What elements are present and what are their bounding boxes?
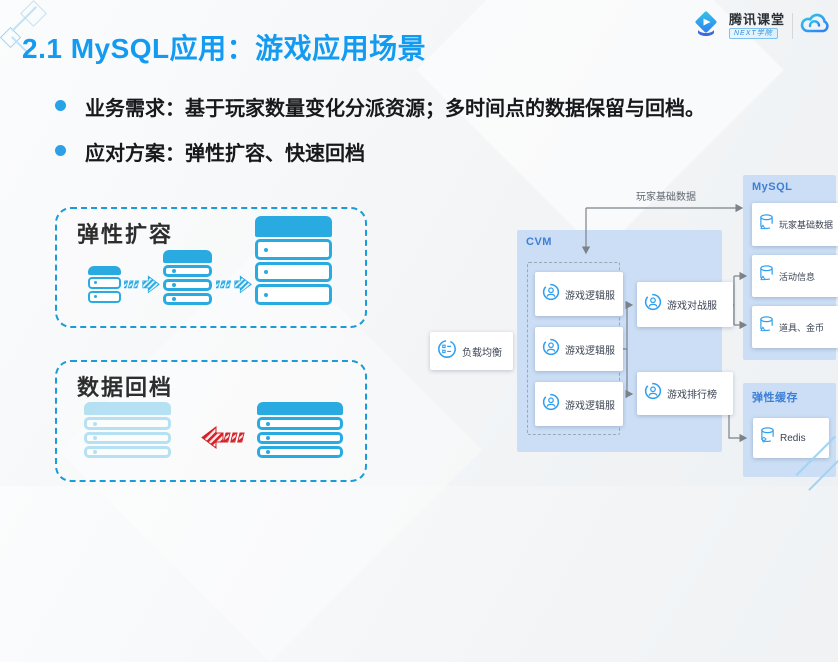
instance-icon	[542, 393, 560, 416]
load-balancer-icon	[437, 339, 457, 364]
db-node-items-coins: 道具、金币	[752, 306, 838, 348]
logic-server-node: 游戏逻辑服	[535, 272, 623, 316]
brand-logo: 腾讯课堂 NEXT学院	[690, 10, 830, 42]
db-node-player-data: 玩家基础数据	[752, 203, 838, 246]
flow-label: 玩家基础数据	[636, 192, 696, 203]
bullet-dot	[55, 100, 66, 111]
load-balancer-node: 负载均衡	[430, 332, 513, 370]
bullet-dot	[55, 145, 66, 156]
server-stack-medium	[163, 250, 212, 305]
cvm-panel-label: CVM	[526, 236, 552, 248]
instance-icon	[542, 283, 560, 306]
diamond-decoration	[20, 0, 47, 27]
bullet-business-need: 业务需求：基于玩家数量变化分派资源；多时间点的数据保留与回档。	[55, 92, 705, 121]
database-icon	[759, 264, 774, 288]
redis-icon	[760, 426, 775, 450]
brand-name: 腾讯课堂	[728, 12, 785, 27]
instance-icon	[644, 293, 662, 316]
bullet-text: 基于玩家数量变化分派资源；多时间点的数据保留与回档。	[185, 98, 705, 120]
data-rollback-title: 数据回档	[77, 375, 174, 400]
redis-label: Redis	[780, 432, 806, 444]
instance-icon	[542, 338, 560, 361]
db-label: 道具、金币	[779, 322, 825, 333]
logic-server-node: 游戏逻辑服	[535, 327, 623, 371]
redis-node: Redis	[753, 418, 829, 458]
server-stack-faded	[84, 402, 171, 458]
brand-badge: NEXT学院	[728, 28, 778, 39]
page-title: 2.1 MySQL应用：游戏应用场景	[22, 32, 427, 64]
scale-arrow-icon	[214, 273, 252, 300]
logic-server-node: 游戏逻辑服	[535, 382, 623, 426]
rollback-arrow-icon	[187, 425, 247, 456]
logic-server-label: 游戏逻辑服	[565, 290, 615, 302]
bullet-label: 业务需求：	[85, 98, 185, 120]
leaderboard-node: 游戏排行榜	[637, 372, 733, 415]
database-icon	[759, 315, 774, 339]
graduation-cap-play-icon	[690, 10, 722, 42]
db-label: 玩家基础数据	[779, 220, 834, 230]
database-icon	[759, 213, 774, 237]
server-stack-small	[88, 266, 121, 303]
bullet-solution: 应对方案：弹性扩容、快速回档	[55, 137, 365, 166]
instance-icon	[644, 382, 662, 405]
bullet-label: 应对方案：	[85, 143, 185, 165]
cloud-logo-icon	[800, 11, 830, 42]
bullet-text: 弹性扩容、快速回档	[185, 143, 365, 165]
db-label: 活动信息	[779, 271, 816, 282]
load-balancer-label: 负载均衡	[462, 347, 502, 359]
leaderboard-label: 游戏排行榜	[667, 390, 717, 401]
logic-server-label: 游戏逻辑服	[565, 345, 615, 357]
battle-server-node: 游戏对战服	[637, 282, 733, 327]
server-stack-solid	[257, 402, 343, 458]
cache-panel-label: 弹性缓存	[752, 392, 798, 404]
mysql-panel-label: MySQL	[752, 181, 793, 193]
slide: 2.1 MySQL应用：游戏应用场景 腾讯课堂 NEXT学院	[0, 0, 838, 491]
battle-server-label: 游戏对战服	[667, 301, 717, 312]
db-node-activity: 活动信息	[752, 255, 838, 297]
logo-divider	[792, 13, 793, 39]
server-stack-large	[255, 216, 332, 305]
elastic-scaling-title: 弹性扩容	[77, 222, 174, 247]
logic-server-label: 游戏逻辑服	[565, 400, 615, 412]
scale-arrow-icon	[122, 273, 160, 300]
